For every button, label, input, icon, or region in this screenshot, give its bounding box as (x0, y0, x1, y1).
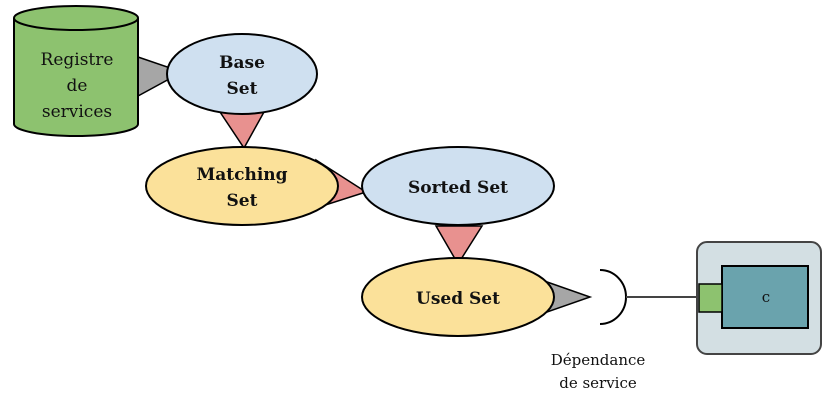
dependency-label-line2: de service (559, 374, 637, 392)
used-set-label: Used Set (416, 289, 500, 309)
dependency-socket (599, 269, 627, 325)
component-label: c (762, 288, 770, 306)
sorted-set-label: Sorted Set (408, 178, 508, 198)
base-set-node: Base Set (166, 33, 318, 115)
registry-label-line2: de (67, 76, 88, 96)
matching-set-label-line1: Matching (196, 165, 287, 185)
dependency-label-line1: Dépendance (551, 351, 646, 369)
sorted-used-connector (434, 225, 484, 266)
sorted-set-node: Sorted Set (361, 146, 555, 226)
service-registry-cylinder: Registre de services (13, 5, 139, 137)
base-set-label-line2: Set (227, 79, 258, 99)
component-port (698, 283, 723, 313)
registry-label-line3: services (42, 102, 112, 122)
matching-set-label-line2: Set (227, 191, 258, 211)
used-set-node: Used Set (361, 257, 555, 337)
matching-set-node: Matching Set (145, 146, 339, 226)
component-c: c (696, 241, 822, 355)
base-set-label-line1: Base (219, 53, 265, 73)
base-matching-connector (218, 111, 266, 150)
registry-label-line1: Registre (41, 50, 114, 70)
